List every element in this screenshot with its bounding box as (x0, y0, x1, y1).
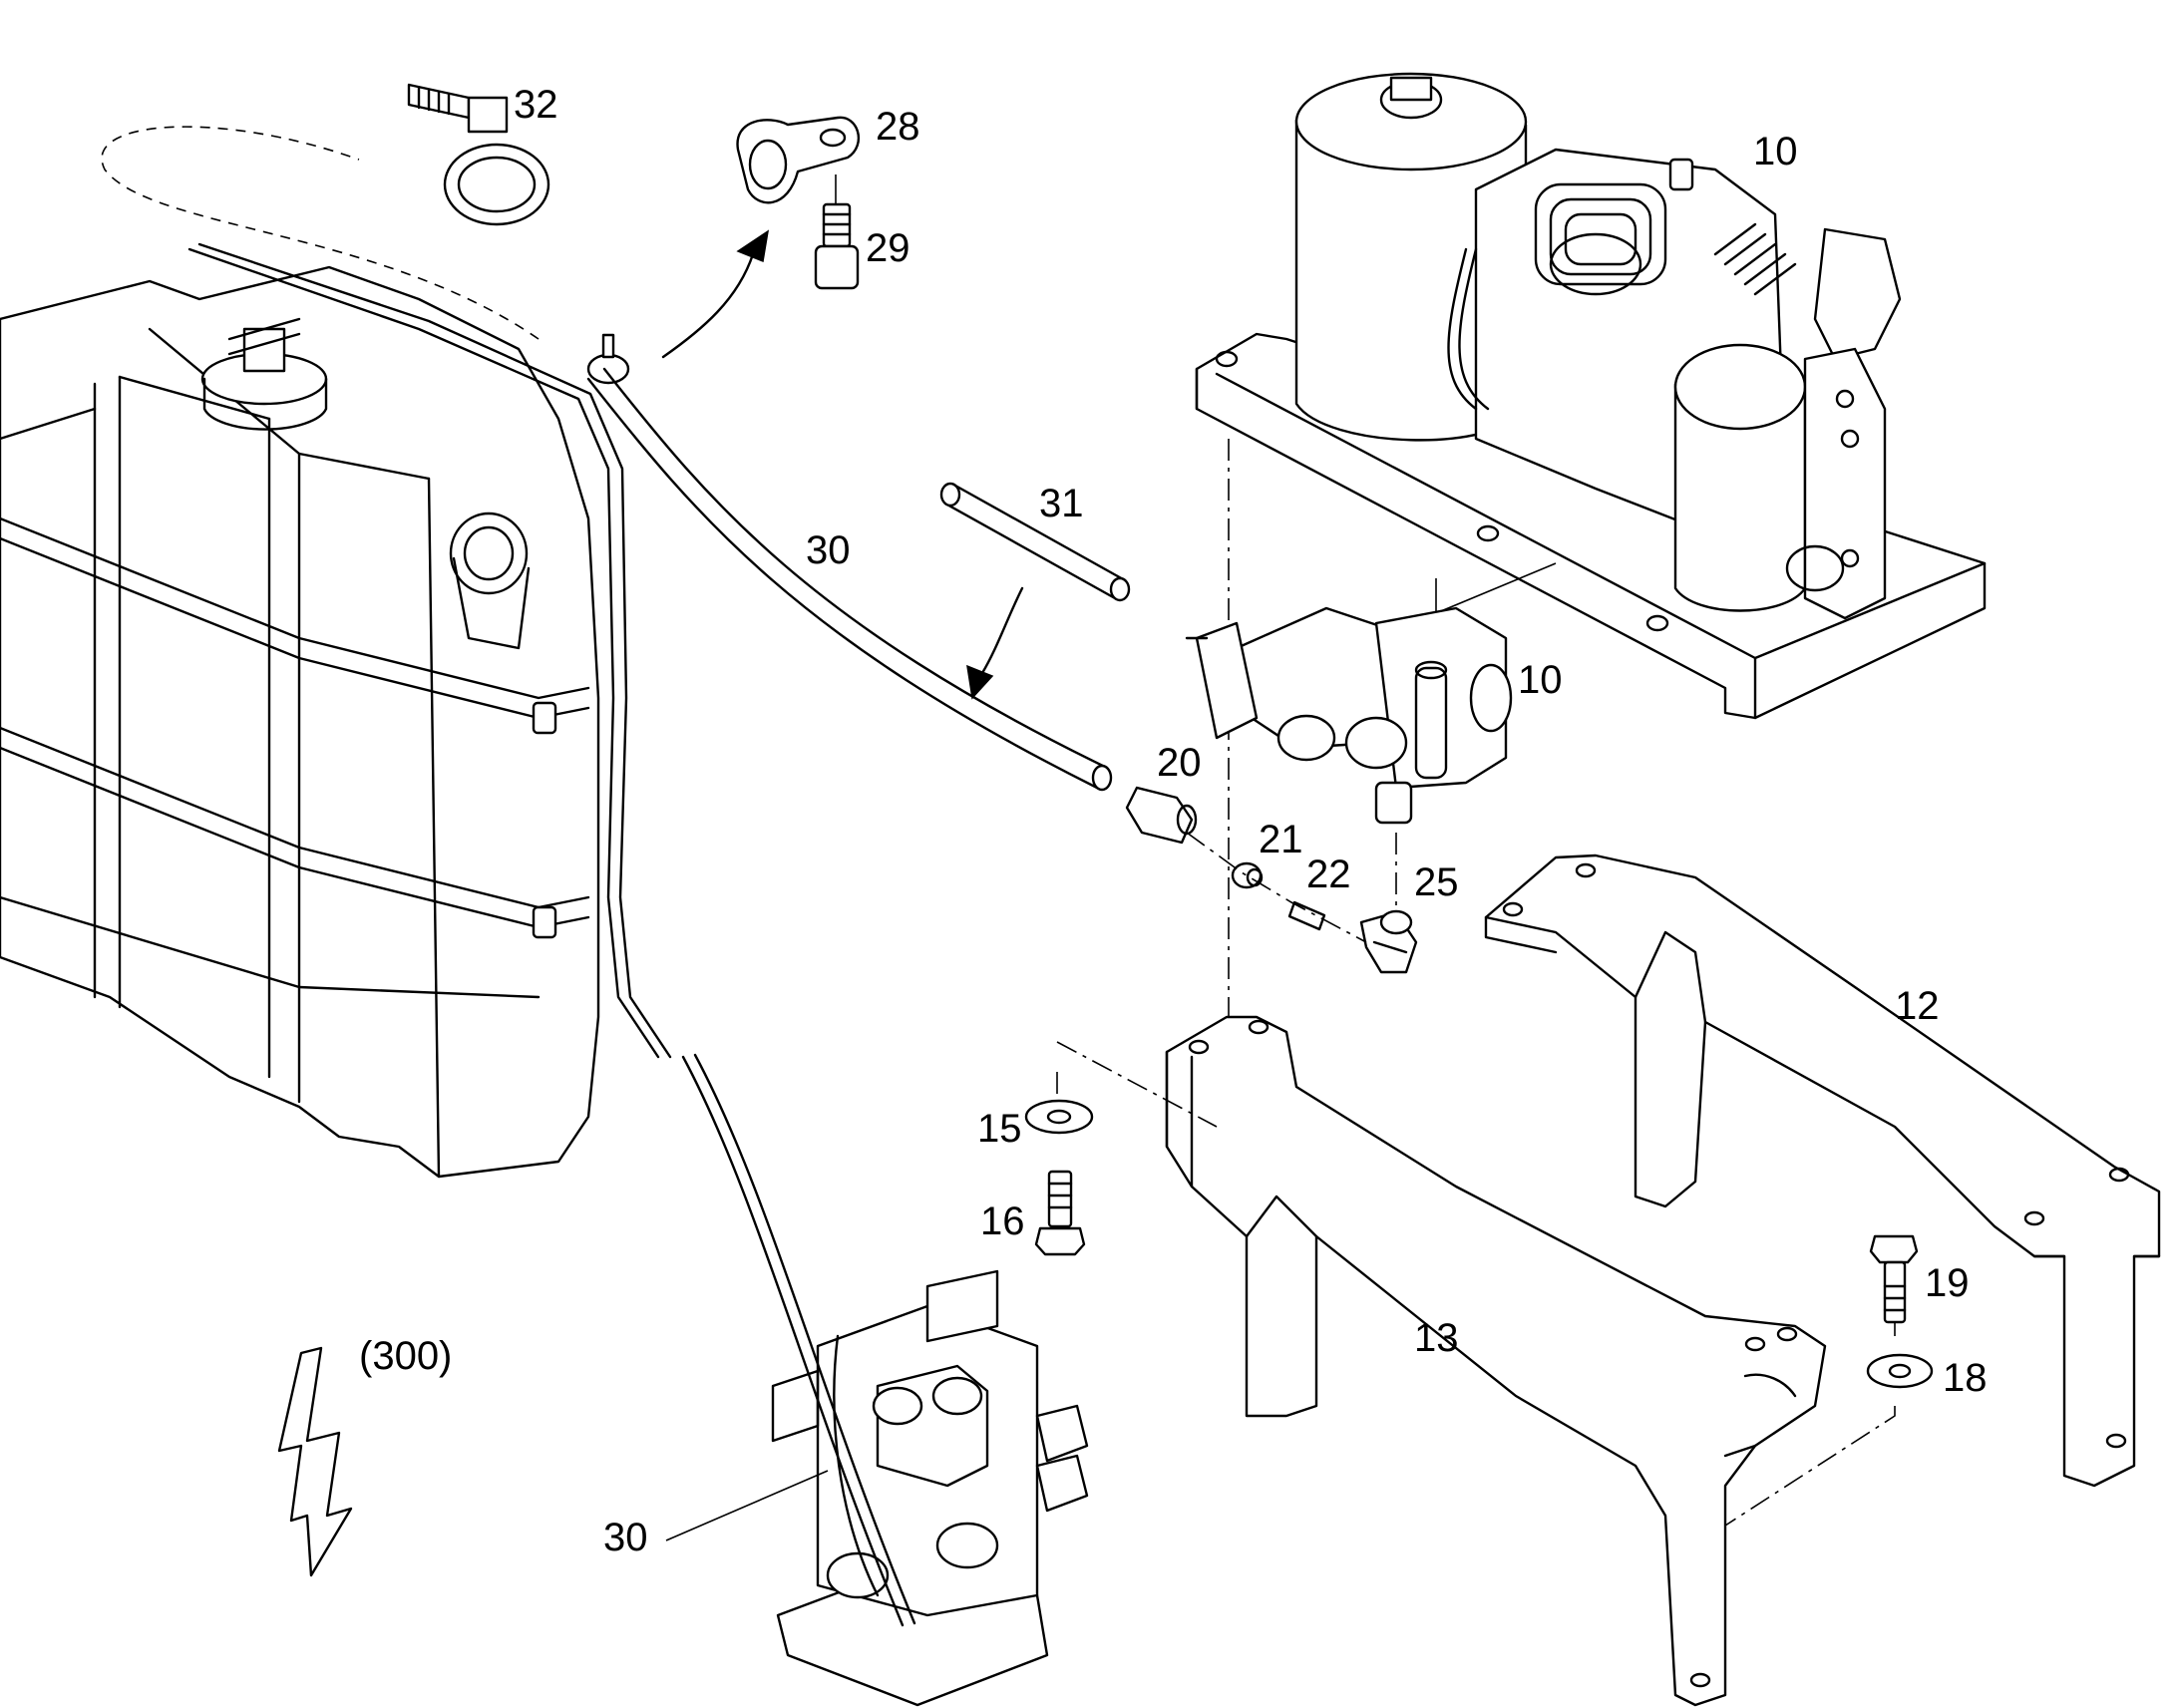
callout-21: 21 (1259, 818, 1303, 861)
callout-16: 16 (980, 1199, 1025, 1243)
callout-32: 32 (514, 83, 558, 127)
assembly-axis-fittings (1186, 832, 1367, 943)
cable-route-dashed (101, 126, 540, 340)
callout-28: 28 (876, 105, 920, 149)
part-10-valve-block (1185, 606, 1513, 825)
part-32-cable-tie (407, 83, 550, 226)
callout-19: 19 (1925, 1261, 1970, 1305)
callout-15: 15 (977, 1107, 1022, 1151)
callout-29: 29 (866, 226, 910, 270)
clip-on-cable (586, 333, 630, 385)
callout-10-compressor: 10 (1753, 130, 1798, 173)
callout-18: 18 (1943, 1356, 1988, 1400)
fluid-tank (0, 242, 672, 1179)
clip-detail-arrow (661, 252, 755, 359)
control-valve-assembly (771, 1269, 1089, 1707)
callout-30-bottom: 30 (603, 1516, 648, 1559)
part-15-washer (1024, 1099, 1094, 1135)
part-21-insert (1231, 861, 1264, 889)
part-13-front-bracket (1165, 1015, 1827, 1707)
part-29-bolt (814, 174, 860, 290)
callout-13: 13 (1414, 1316, 1459, 1360)
part-12-rear-bracket (1484, 854, 2161, 1488)
part-30-hose-lower (681, 1055, 905, 1627)
tube-insert-arrow (980, 586, 1024, 675)
callout-22: 22 (1306, 853, 1351, 896)
callout-10-valve: 10 (1518, 658, 1563, 702)
electrical-hazard-icon (277, 1346, 353, 1577)
part-18-washer (1866, 1353, 1934, 1389)
part-19-bolt (1869, 1234, 1919, 1324)
callout-31: 31 (1039, 482, 1084, 525)
part-20-nut (1125, 786, 1198, 845)
callout-300: (300) (359, 1334, 452, 1378)
callout-25: 25 (1414, 860, 1459, 904)
callout-12: 12 (1895, 984, 1940, 1028)
part-28-p-clip (736, 116, 860, 204)
part-25-elbow (1359, 909, 1418, 974)
assembly-axis-15-16 (1056, 1041, 1218, 1128)
part-31-tube (939, 482, 1131, 602)
part-22-sleeve (1287, 900, 1326, 931)
callout-20: 20 (1157, 741, 1202, 785)
part-30-hose-upper (586, 377, 1099, 790)
callout-30-top: 30 (806, 528, 851, 572)
part-16-bolt (1034, 1170, 1086, 1256)
part-10-compressor-unit (1195, 72, 1987, 720)
